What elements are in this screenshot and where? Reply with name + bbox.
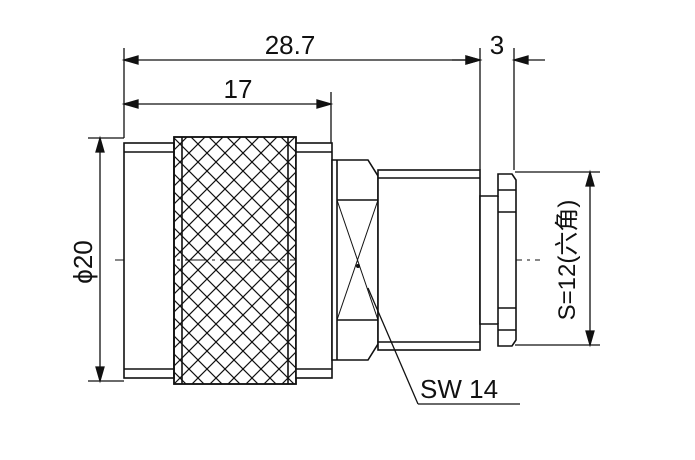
knurled-nut xyxy=(173,136,297,385)
rear-cap xyxy=(123,142,175,379)
center-point xyxy=(356,264,360,268)
front-length-label: 3 xyxy=(490,30,504,60)
dimension-diameter xyxy=(88,135,124,384)
nut-front-ring xyxy=(295,142,333,379)
wrench-flat-label: SW 14 xyxy=(420,374,498,404)
wrench-leader xyxy=(367,287,520,405)
dimension-knurl-length xyxy=(121,92,334,145)
dimension-hex xyxy=(515,169,600,348)
overall-length-label: 28.7 xyxy=(265,30,316,60)
knurl-length-label: 17 xyxy=(224,74,253,104)
diameter-label: ϕ20 xyxy=(68,240,98,283)
dimension-front-length xyxy=(452,48,545,170)
wrench-hex xyxy=(331,159,379,361)
hex-size-label: S=12(六角) xyxy=(554,200,581,321)
connector-body xyxy=(123,136,517,385)
sleeve xyxy=(377,169,481,351)
